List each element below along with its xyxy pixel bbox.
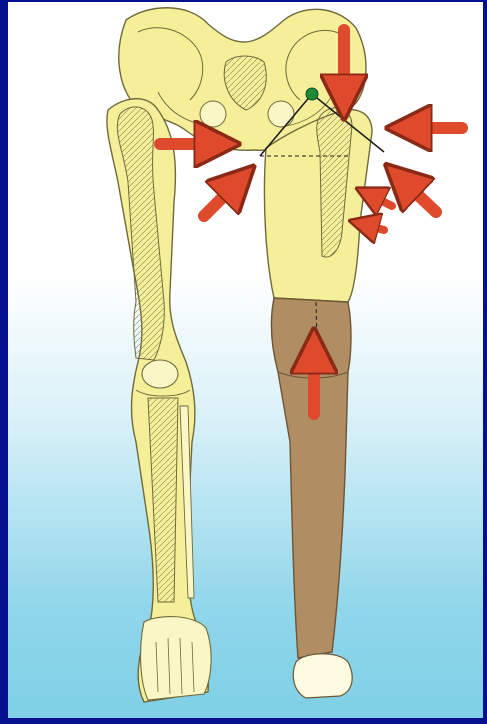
natural-leg xyxy=(107,99,211,702)
arrow-lateral-mid xyxy=(400,178,436,212)
arrow-lateral-small-1 xyxy=(368,194,392,206)
anatomy-illustration xyxy=(8,2,483,718)
arrow-ischial xyxy=(204,180,240,216)
pivot-point xyxy=(306,88,318,100)
illustration-panel xyxy=(8,2,483,718)
arrow-lateral-small-2 xyxy=(362,224,384,230)
